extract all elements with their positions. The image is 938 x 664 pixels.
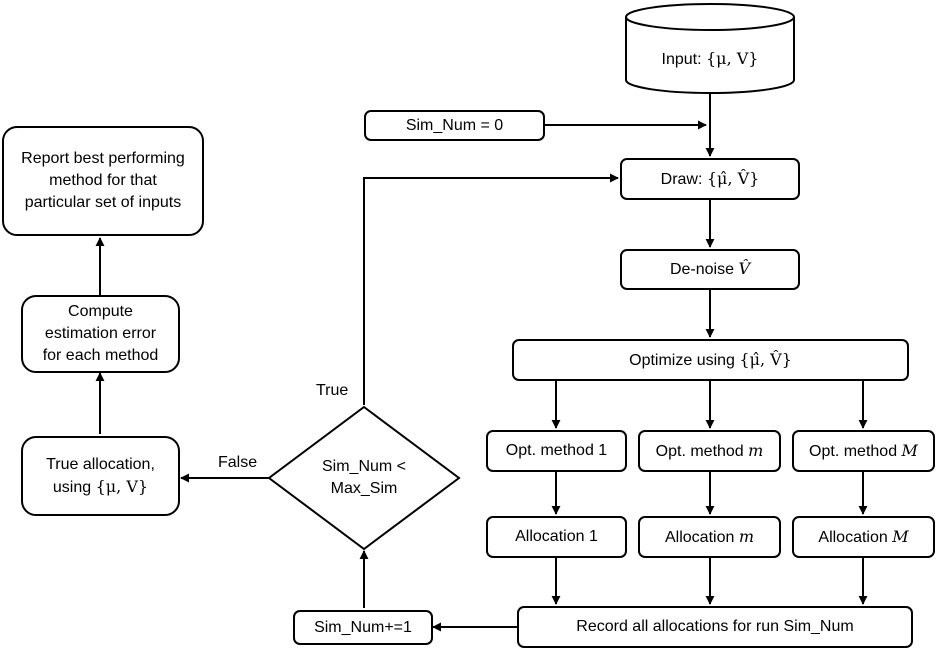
compute-error-line-1: Compute bbox=[68, 303, 133, 320]
opt-method-m-label: Opt. method bbox=[655, 442, 749, 460]
decision-text: Sim_Num < Max_Sim bbox=[289, 456, 439, 500]
allocation-M-box: Allocation M bbox=[792, 516, 935, 558]
decision-diamond bbox=[267, 405, 461, 551]
allocation-m-index: m bbox=[738, 526, 754, 546]
compute-error-box: Compute estimation error for each method bbox=[21, 295, 180, 373]
true-allocation-math: {μ, V} bbox=[95, 476, 149, 496]
input-math: {μ, V} bbox=[706, 49, 759, 68]
draw-label: Draw: bbox=[660, 170, 707, 188]
allocation-1-index: 1 bbox=[588, 528, 598, 545]
true-allocation-line-2: using bbox=[52, 478, 96, 496]
opt-method-1-label: Opt. method bbox=[505, 442, 599, 459]
opt-method-M-index: M bbox=[901, 440, 918, 460]
allocation-M-label: Allocation bbox=[818, 528, 893, 546]
allocation-m-box: Allocation m bbox=[638, 516, 781, 558]
true-allocation-line-1: True allocation, bbox=[46, 455, 155, 473]
denoise-math: V̂ bbox=[738, 259, 751, 278]
report-best-line-3: particular set of inputs bbox=[24, 194, 182, 211]
optimize-box: Optimize using {μ̂, V̂} bbox=[512, 339, 909, 381]
opt-method-1-box: Opt. method 1 bbox=[486, 430, 627, 472]
report-best-line-2: method for that bbox=[49, 172, 157, 189]
optimize-label: Optimize using bbox=[629, 351, 740, 369]
decision-line-1: Sim_Num < bbox=[321, 458, 407, 475]
input-label: Input: bbox=[661, 51, 706, 68]
draw-math: {μ̂, V̂} bbox=[706, 168, 760, 188]
compute-error-line-3: for each method bbox=[42, 347, 159, 364]
allocation-1-box: Allocation 1 bbox=[486, 516, 627, 558]
record-allocations-box: Record all allocations for run Sim_Num bbox=[517, 606, 913, 648]
compute-error-line-2: estimation error bbox=[44, 325, 157, 342]
sim-num-increment-label: Sim_Num+=1 bbox=[314, 618, 412, 636]
opt-method-1-index: 1 bbox=[598, 442, 608, 459]
allocation-m-label: Allocation bbox=[665, 528, 739, 546]
denoise-box: De-noise V̂ bbox=[620, 249, 800, 290]
opt-method-M-box: Opt. method M bbox=[792, 430, 935, 472]
report-best-box: Report best performing method for that p… bbox=[2, 126, 204, 236]
true-allocation-box: True allocation, using {μ, V} bbox=[21, 436, 180, 516]
sim-num-init-box: Sim_Num = 0 bbox=[364, 110, 545, 141]
input-node: Input: {μ, V} bbox=[626, 48, 794, 71]
denoise-label: De-noise bbox=[669, 261, 739, 278]
arrow-decision-true-to-draw bbox=[363, 173, 619, 405]
opt-method-m-box: Opt. method m bbox=[638, 430, 781, 472]
sim-num-init-label: Sim_Num = 0 bbox=[405, 116, 504, 134]
record-allocations-label: Record all allocations for run Sim_Num bbox=[576, 618, 854, 635]
edge-label-true: True bbox=[316, 382, 349, 399]
input-database-shape bbox=[625, 3, 795, 94]
opt-method-M-label: Opt. method bbox=[809, 442, 902, 460]
draw-box: Draw: {μ̂, V̂} bbox=[620, 158, 800, 200]
allocation-1-label: Allocation bbox=[515, 528, 589, 545]
optimize-math: {μ̂, V̂} bbox=[739, 349, 792, 369]
report-best-line-1: Report best performing bbox=[21, 150, 185, 167]
decision-line-2: Max_Sim bbox=[330, 480, 398, 497]
allocation-M-index: M bbox=[892, 526, 909, 546]
sim-num-increment-box: Sim_Num+=1 bbox=[293, 610, 433, 645]
edge-label-false: False bbox=[218, 454, 258, 471]
opt-method-m-index: m bbox=[748, 440, 764, 460]
